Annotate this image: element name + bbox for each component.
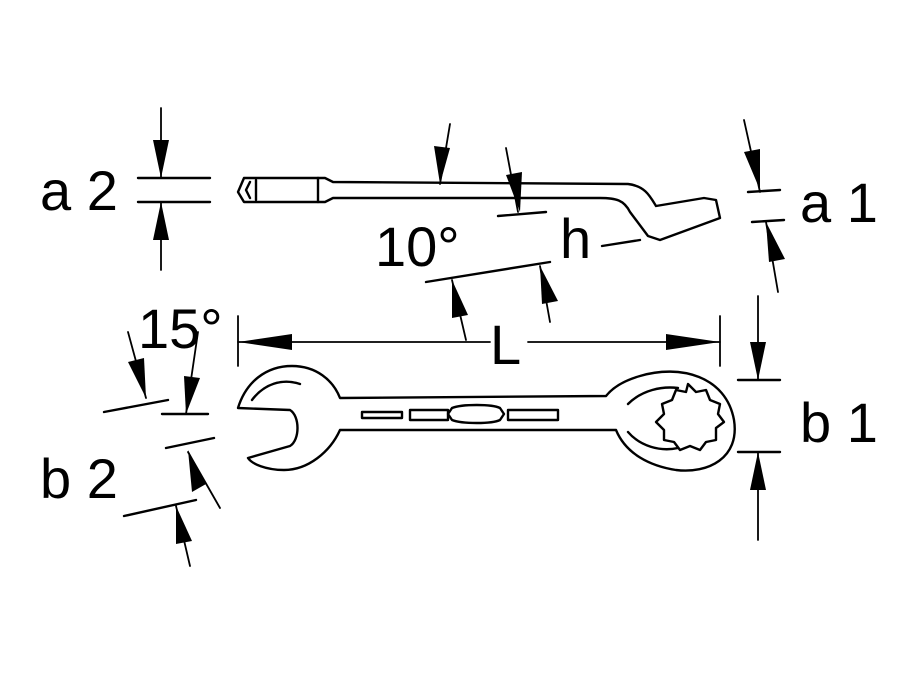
dimension-a1: a 1 <box>743 119 878 293</box>
dimension-b1: b 1 <box>736 295 878 541</box>
label-b2: b 2 <box>40 447 118 510</box>
dimension-b2-and-angle: 15° b 2 <box>40 297 223 567</box>
label-h: h <box>560 207 591 270</box>
dimension-L: L <box>237 313 721 376</box>
dimension-a2: a 2 <box>40 107 212 271</box>
label-L: L <box>490 313 521 376</box>
dimension-h-and-angle: 10° h <box>375 123 642 341</box>
label-angle-10: 10° <box>375 215 460 278</box>
label-a2: a 2 <box>40 159 118 222</box>
label-b1: b 1 <box>800 391 878 454</box>
label-angle-15: 15° <box>138 297 223 360</box>
label-a1: a 1 <box>800 171 878 234</box>
wrench-side-view <box>236 176 722 242</box>
wrench-top-view <box>236 364 736 472</box>
